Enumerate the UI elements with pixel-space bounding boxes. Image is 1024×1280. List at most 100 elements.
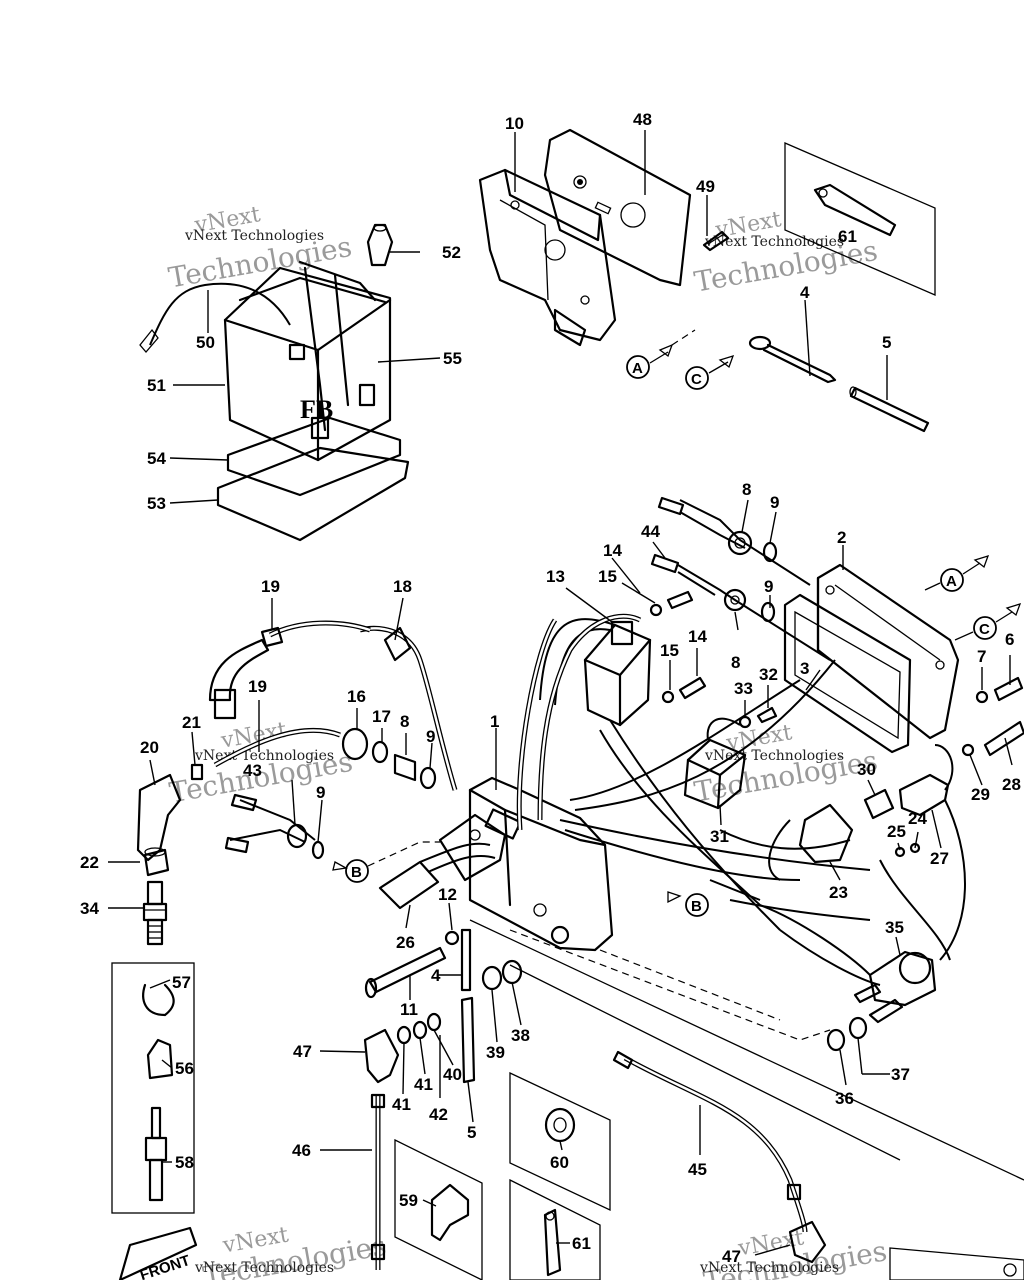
callout-label: 38: [511, 1026, 530, 1045]
detail-box-59: [394, 1138, 483, 1280]
watermark-caption: vNext Technologies: [194, 748, 334, 764]
ref-b-right: B: [667, 891, 709, 917]
fuse-holder-27: [898, 744, 954, 817]
washer-12: [444, 930, 460, 946]
spacer-30: [863, 788, 895, 820]
callout-label: 24: [908, 809, 927, 828]
callout-label: 48: [633, 110, 652, 129]
ht-lead-19-18: [208, 620, 412, 720]
plate-48: [543, 128, 692, 287]
callout-label: 25: [887, 822, 906, 841]
ref-a-right: A: [924, 554, 990, 592]
rod-5-top: [849, 386, 930, 433]
callout-label: 39: [486, 1043, 505, 1062]
callout-label: 35: [885, 918, 904, 937]
callout-label: 8: [731, 653, 740, 672]
callout-label: 17: [372, 707, 391, 726]
callout-label: 42: [429, 1105, 448, 1124]
ht-lead-45: [612, 1050, 827, 1264]
callout-label: 10: [505, 114, 524, 133]
callout-label: 13: [546, 567, 565, 586]
callout-label: 41: [392, 1095, 411, 1114]
battery-51: FB: [223, 260, 392, 462]
wire-leads-44: [650, 496, 831, 661]
plug-cap-47: [363, 1028, 400, 1084]
screw-6-7: [975, 676, 1024, 704]
watermark-caption: vNext Technologies: [184, 228, 324, 244]
callout-label: 5: [467, 1123, 476, 1142]
nut-38-39: [481, 959, 523, 991]
svg-text:A: A: [946, 573, 957, 590]
callout-label: 47: [722, 1247, 741, 1266]
callout-label: 21: [182, 713, 201, 732]
electric-case-1: [438, 776, 614, 952]
callout-label: 2: [837, 528, 846, 547]
callout-label: 22: [80, 853, 99, 872]
callout-label: 32: [759, 665, 778, 684]
callout-label: 29: [971, 785, 990, 804]
svg-text:C: C: [979, 621, 990, 638]
detail-box-57-56-58: [111, 962, 195, 1214]
detail-box-61-bottom: [509, 1178, 601, 1280]
callout-label: 6: [1005, 630, 1014, 649]
leader-lines: [108, 130, 1013, 1256]
callout-label: 9: [316, 783, 325, 802]
ht-lead-46: [370, 1093, 386, 1270]
callout-label: 28: [1002, 775, 1021, 794]
callout-label: 50: [196, 333, 215, 352]
connector-26: [378, 842, 496, 910]
callout-label: 55: [443, 349, 462, 368]
callout-label: 43: [243, 761, 262, 780]
callout-label: 41: [414, 1075, 433, 1094]
callout-label: 5: [882, 333, 891, 352]
callout-label: 14: [603, 541, 622, 560]
gasket-3: [783, 593, 912, 754]
callout-label: 15: [598, 567, 617, 586]
callout-label: 23: [829, 883, 848, 902]
ref-c-top: C: [685, 354, 735, 390]
callout-label: 15: [660, 641, 679, 660]
callout-label: 49: [696, 177, 715, 196]
bolt-11: [364, 946, 447, 999]
callout-label: 46: [292, 1141, 311, 1160]
screw-14-15-upper: [649, 590, 694, 617]
wire-leads-43: [224, 793, 325, 860]
callout-label: 3: [800, 659, 809, 678]
callout-label: 37: [891, 1065, 910, 1084]
ref-b-left: B: [332, 841, 440, 883]
rectifier-23: [768, 803, 854, 881]
suppressor-22: [143, 847, 170, 877]
svg-text:B: B: [351, 864, 362, 881]
callout-label: 34: [80, 899, 99, 918]
watermark-caption: vNext Technologies: [704, 234, 844, 250]
front-arrow: FRONT: [118, 1226, 198, 1280]
ref-a-top: A: [626, 329, 696, 379]
detail-box-corner: [889, 1247, 1024, 1280]
assembly-outline-lines: [469, 919, 1024, 1181]
pad-54: [226, 416, 402, 497]
callout-label: 53: [147, 494, 166, 513]
vent-tube-50: [139, 282, 291, 353]
callout-label: 26: [396, 933, 415, 952]
screw-14-15-lower: [661, 676, 707, 704]
callout-label: 9: [770, 493, 779, 512]
callout-label: 4: [431, 966, 441, 985]
assembly-dashed-outline: [509, 929, 831, 1041]
spark-plug-34: [142, 880, 168, 946]
washer-36-37: [826, 1016, 868, 1052]
lead-19-second: [190, 728, 341, 781]
callout-label: 1: [490, 712, 499, 731]
callout-label: 9: [426, 727, 435, 746]
callout-label: 4: [800, 283, 810, 302]
svg-text:A: A: [632, 360, 643, 377]
regulator-31: [683, 717, 747, 810]
callout-label: 36: [835, 1089, 854, 1108]
callout-label: 16: [347, 687, 366, 706]
screw-28-29: [961, 720, 1024, 757]
rod-5-center: [460, 996, 476, 1084]
wiring-harness-right: [559, 659, 966, 986]
connector-35: [853, 950, 937, 1024]
callout-label: 59: [399, 1191, 418, 1210]
callout-label: 54: [147, 449, 166, 468]
callout-label: 57: [172, 973, 191, 992]
